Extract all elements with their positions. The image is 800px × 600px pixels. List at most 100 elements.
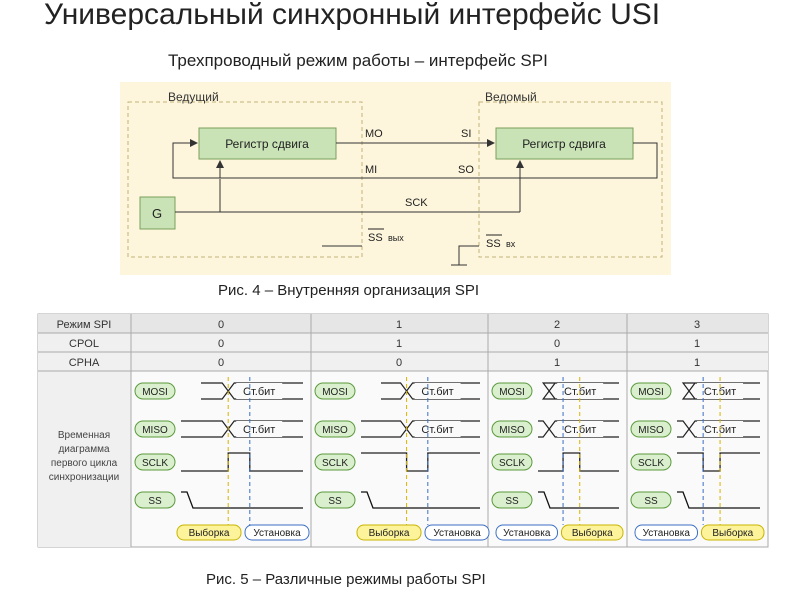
figure-4: Ведущий Ведомый Регистр сдвига Регистр с… xyxy=(120,82,671,275)
master-shift-register-label: Регистр сдвига xyxy=(225,137,309,151)
signal-pill-miso-mode-3 xyxy=(630,420,672,438)
setup-pill-mode-3 xyxy=(634,524,698,541)
signal-pill-mosi-mode-3 xyxy=(630,382,672,400)
cpha-mode-0: 0 xyxy=(218,357,224,369)
signal-label-sclk-mode-0: SCLK xyxy=(142,458,168,469)
master-boundary xyxy=(127,101,363,258)
start-bit-bg-0-mode-1 xyxy=(414,383,461,399)
signal-pill-mosi-mode-0 xyxy=(134,382,176,400)
table-label-column xyxy=(38,371,131,547)
header-mode-label: Режим SPI xyxy=(57,319,112,331)
slave-shift-register-label: Регистр сдвига xyxy=(522,137,606,151)
signal-pill-sclk-mode-1 xyxy=(314,453,356,471)
ss-waveform-mode-0 xyxy=(181,491,303,509)
header-mode-3: 3 xyxy=(694,319,700,331)
ss-waveform-mode-1 xyxy=(361,491,480,509)
start-bit-label-miso-mode-0: Ст.бит xyxy=(243,424,275,436)
figure-4-caption: Рис. 4 – Внутренняя организация SPI xyxy=(218,282,480,299)
so-mi-line-left xyxy=(172,139,500,179)
cpol-mode-2: 0 xyxy=(554,338,560,350)
signal-label-miso-mode-3: MISO xyxy=(638,425,664,436)
signal-pill-miso-mode-2 xyxy=(491,420,533,438)
signal-label-sclk-mode-2: SCLK xyxy=(499,458,525,469)
signal-label-ss-mode-1: SS xyxy=(328,496,342,507)
sample-pill-mode-2 xyxy=(561,524,624,541)
generator-label: G xyxy=(152,206,162,221)
timing-label-line-1: Временная xyxy=(58,430,110,441)
start-bit-bg-1-mode-0 xyxy=(236,421,283,437)
signal-pill-ss-mode-3 xyxy=(630,491,672,509)
cpol-label: CPOL xyxy=(69,338,99,350)
ss-waveform-mode-3 xyxy=(677,491,760,509)
signal-label-ss-mode-3: SS xyxy=(644,496,658,507)
sclk-waveform-mode-1 xyxy=(361,452,480,472)
ss-out-label: SS xyxy=(368,232,383,244)
si-label: SI xyxy=(461,128,471,140)
cpha-mode-2: 1 xyxy=(554,357,560,369)
master-label: Ведущий xyxy=(168,90,219,104)
header-mode-0: 0 xyxy=(218,319,224,331)
generator-block xyxy=(139,196,176,230)
slave-shift-register xyxy=(495,127,634,160)
start-bit-label-miso-mode-1: Ст.бит xyxy=(421,424,453,436)
cpha-mode-1: 0 xyxy=(396,357,402,369)
setup-pill-mode-1 xyxy=(424,524,490,541)
setup-label-mode-2: Установка xyxy=(503,528,551,539)
cpol-mode-3: 1 xyxy=(694,338,700,350)
figure-5: Режим SPI 0 1 2 3 CPOL 0 1 0 1 CPHA 0 0 … xyxy=(37,313,769,548)
signal-label-ss-mode-0: SS xyxy=(148,496,162,507)
signal-pill-miso-mode-0 xyxy=(134,420,176,438)
start-bit-bg-0-mode-0 xyxy=(236,383,283,399)
page-title: Универсальный синхронный интерфейс USI xyxy=(44,0,661,31)
setup-pill-mode-0 xyxy=(244,524,310,541)
signal-label-miso-mode-0: MISO xyxy=(142,425,168,436)
slave-boundary xyxy=(478,101,663,258)
table-row-cpol xyxy=(38,333,768,352)
header-mode-1: 1 xyxy=(396,319,402,331)
ss-in-label: SS xyxy=(486,238,501,250)
signal-label-sclk-mode-1: SCLK xyxy=(322,458,348,469)
timing-label-line-4: синхронизации xyxy=(49,472,119,483)
timing-label-line-2: диаграмма xyxy=(58,444,110,455)
table-header-row xyxy=(38,314,768,333)
sclk-waveform-mode-3 xyxy=(677,452,760,472)
signal-label-sclk-mode-3: SCLK xyxy=(638,458,664,469)
ss-out-suffix: вых xyxy=(388,233,404,243)
cpol-mode-0: 0 xyxy=(218,338,224,350)
ss-in-suffix: вх xyxy=(506,239,516,249)
signal-label-miso-mode-1: MISO xyxy=(322,425,348,436)
page-subtitle: Трехпроводный режим работы – интерфейс S… xyxy=(168,51,548,70)
ss-in-line xyxy=(458,245,479,265)
signal-pill-miso-mode-1 xyxy=(314,420,356,438)
signal-label-ss-mode-2: SS xyxy=(505,496,519,507)
cpha-label: CPHA xyxy=(69,357,100,369)
sample-label-mode-0: Выборка xyxy=(189,527,230,539)
figure-5-caption: Рис. 5 – Различные режимы работы SPI xyxy=(206,571,486,588)
so-label: SO xyxy=(458,164,474,176)
setup-label-mode-3: Установка xyxy=(643,528,691,539)
sample-label-mode-3: Выборка xyxy=(712,527,753,539)
start-bit-label-mosi-mode-0: Ст.бит xyxy=(243,386,275,398)
signal-pill-mosi-mode-1 xyxy=(314,382,356,400)
sample-label-mode-2: Выборка xyxy=(572,527,613,539)
header-mode-2: 2 xyxy=(554,319,560,331)
signal-label-mosi-mode-0: MOSI xyxy=(142,387,168,398)
cpol-mode-1: 1 xyxy=(396,338,402,350)
start-bit-label-mosi-mode-1: Ст.бит xyxy=(421,386,453,398)
signal-pill-ss-mode-2 xyxy=(491,491,533,509)
signal-label-miso-mode-2: MISO xyxy=(499,425,525,436)
signal-pill-sclk-mode-3 xyxy=(630,453,672,471)
signal-pill-ss-mode-0 xyxy=(134,491,176,509)
signal-label-mosi-mode-1: MOSI xyxy=(322,387,348,398)
setup-label-mode-0: Установка xyxy=(253,528,301,539)
cpha-mode-3: 1 xyxy=(694,357,700,369)
signal-pill-sclk-mode-2 xyxy=(491,453,533,471)
sample-pill-mode-1 xyxy=(356,524,422,541)
signal-pill-ss-mode-1 xyxy=(314,491,356,509)
sck-label: SCK xyxy=(405,197,428,209)
signal-pill-mosi-mode-2 xyxy=(491,382,533,400)
sample-label-mode-1: Выборка xyxy=(369,527,410,539)
mo-label: MO xyxy=(365,128,383,140)
